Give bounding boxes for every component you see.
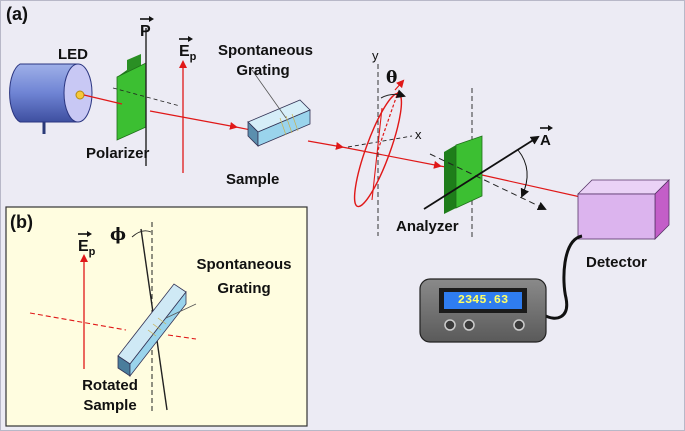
detector-cable xyxy=(543,234,583,320)
p-vector-text: P xyxy=(140,23,151,40)
sample-slab xyxy=(247,99,311,147)
inset-ep-vector-label: Ep xyxy=(78,231,96,259)
ep-vector-label: Ep xyxy=(179,36,197,64)
rotated-sample-label-line2: Sample xyxy=(83,397,137,414)
vector-arrow-icon xyxy=(179,36,193,42)
light-beam xyxy=(83,94,587,201)
inset-panel xyxy=(5,206,308,427)
a-vector-text: A xyxy=(540,132,551,149)
x-axis-label: x xyxy=(415,127,422,142)
panel-b-label: (b) xyxy=(10,212,33,232)
p-vector-label: P xyxy=(140,16,154,40)
polarizer-label: Polarizer xyxy=(86,145,150,162)
phi-label: ϕ xyxy=(110,225,127,245)
inset-grating-label-line1: Spontaneous xyxy=(196,256,292,273)
analyzer-plate xyxy=(423,88,547,240)
a-vector-label: A xyxy=(540,125,553,149)
panel-a-label: (a) xyxy=(6,4,28,24)
detector-box xyxy=(577,179,670,240)
analyzer-label: Analyzer xyxy=(396,218,459,235)
meter-display: 2345.63 xyxy=(444,292,522,309)
theta-label: θ xyxy=(386,68,398,88)
ep-vector-sub: p xyxy=(189,51,197,64)
detector-label: Detector xyxy=(586,254,647,271)
grating-label-line2: Grating xyxy=(236,62,290,79)
led-source xyxy=(9,63,93,134)
vector-arrow-icon xyxy=(140,16,154,22)
rotated-sample-label-line1: Rotated xyxy=(82,377,138,394)
vector-arrow-icon xyxy=(540,125,553,131)
sample-label: Sample xyxy=(226,171,280,188)
inset-ep-main: E xyxy=(78,238,89,255)
ep-vector-main: E xyxy=(179,43,190,60)
analyzer-axis-a xyxy=(423,135,540,210)
vector-arrow-icon xyxy=(78,231,92,237)
y-axis-label: y xyxy=(372,48,379,63)
meter-body xyxy=(419,278,547,343)
grating-pointer xyxy=(251,69,287,119)
inset-ep-sub: p xyxy=(88,246,96,259)
led-label: LED xyxy=(58,46,88,63)
grating-label-line1: Spontaneous xyxy=(218,42,314,59)
polarization-ellipse xyxy=(347,64,413,236)
inset-grating-label-line2: Grating xyxy=(217,280,271,297)
